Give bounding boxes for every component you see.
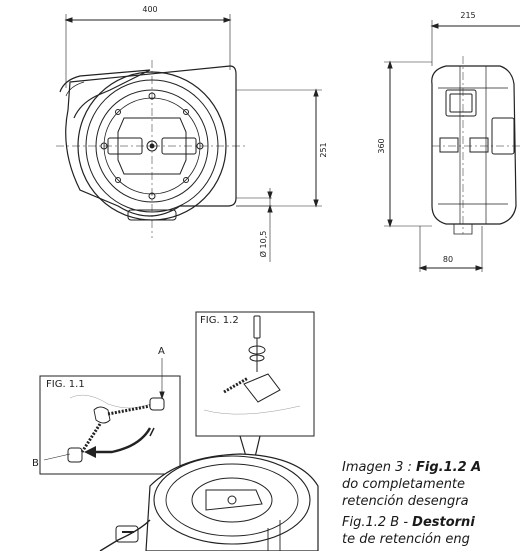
caption-line-4: Fig.1.2 B - Destorni	[342, 515, 475, 530]
fig-1-1-label: FIG. 1.1	[46, 379, 85, 390]
side-height-label: 360	[377, 138, 386, 153]
front-width-label: 400	[142, 5, 157, 14]
caption-line-1: Imagen 3 : Fig.1.2 A	[342, 460, 482, 475]
hole-diameter-label: Ø 10,5	[258, 231, 268, 258]
caption-line-2: do completamente	[342, 477, 466, 492]
installation-figure	[39, 311, 319, 551]
fig-1-2-label: FIG. 1.2	[200, 315, 239, 326]
fig-1-1-box	[39, 375, 181, 475]
front-view	[56, 14, 322, 262]
front-height-label: 251	[319, 142, 328, 157]
caption-line-3: retención desengra	[342, 494, 469, 509]
callout-b: B	[32, 458, 39, 469]
side-view	[384, 20, 520, 272]
caption-line-5: te de retención eng	[342, 532, 470, 547]
side-width-label: 215	[460, 11, 475, 20]
fig-1-2-box	[195, 311, 315, 437]
side-bottom-label: 80	[443, 255, 453, 264]
callout-a: A	[158, 346, 165, 357]
